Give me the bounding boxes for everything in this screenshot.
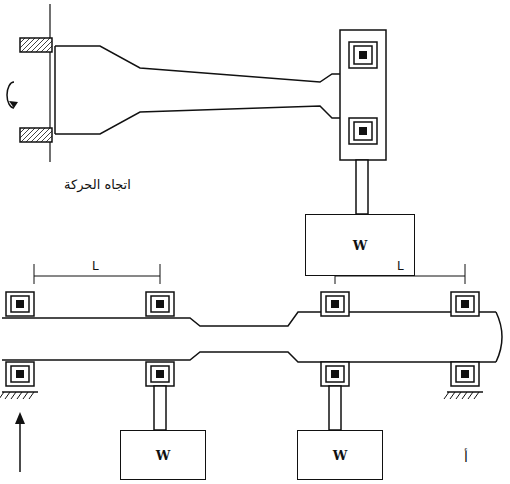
bearing-symbol — [146, 292, 174, 316]
chuck-hatch — [20, 128, 30, 138]
ground-hatch — [450, 392, 455, 399]
bearing-ball — [359, 127, 367, 135]
shaft-end — [54, 46, 56, 134]
bearing-symbol — [349, 118, 377, 144]
ground-hatch — [444, 392, 449, 399]
dimension-label: L — [395, 260, 406, 273]
bearing-race — [11, 296, 29, 312]
bearing-race — [11, 366, 29, 382]
bearing-symbol — [321, 292, 349, 316]
bearing-ball — [461, 370, 469, 378]
chuck-hatch — [46, 136, 52, 142]
hanger-rod — [356, 160, 368, 214]
dimension-label: L — [90, 260, 101, 273]
chuck-hatch — [20, 128, 25, 133]
ground-hatch — [11, 392, 16, 399]
chuck-jaw — [20, 128, 52, 142]
bearing-symbol — [321, 362, 349, 386]
shaft-end — [496, 312, 502, 362]
extension-line — [160, 264, 161, 284]
bearing-ball — [331, 300, 339, 308]
weight-label: W — [333, 448, 348, 463]
bearing-race — [326, 366, 344, 382]
bearing-symbol — [6, 362, 34, 386]
direction-label: اتجاه الحركة — [62, 178, 133, 192]
bearing-symbol — [146, 362, 174, 386]
chuck-hatch — [51, 141, 52, 142]
rotation-arrowhead — [9, 101, 18, 108]
dimension-line — [34, 276, 160, 277]
shaft-outline — [55, 46, 340, 82]
ground-hatch — [462, 392, 467, 399]
weight-label: W — [156, 448, 171, 463]
ground-line — [2, 391, 38, 393]
chuck-hatch — [46, 46, 52, 52]
bearing-ball — [461, 300, 469, 308]
chuck-hatch — [41, 41, 52, 52]
bearing-ball — [359, 51, 367, 59]
chuck-hatch — [41, 131, 52, 142]
hanger-rod — [154, 386, 166, 430]
point-label: أ — [462, 450, 470, 465]
ground-hatch — [0, 392, 4, 399]
force-arrowhead — [15, 412, 25, 424]
force-arrow — [19, 420, 21, 472]
bearing-ball — [156, 300, 164, 308]
bearing-ball — [331, 370, 339, 378]
bearing-race — [354, 122, 372, 140]
ground-hatch — [456, 392, 461, 399]
chuck-hatch — [51, 51, 52, 52]
bearing-race — [151, 366, 169, 382]
bearing-ball — [16, 370, 24, 378]
ground-hatch — [474, 392, 479, 399]
chuck-jaw — [20, 38, 52, 52]
ground-hatch — [17, 392, 22, 399]
chuck-hatch — [20, 38, 25, 43]
ground-hatch — [5, 392, 10, 399]
extension-line — [34, 264, 35, 284]
bearing-race — [326, 296, 344, 312]
ground-hatch — [23, 392, 28, 399]
weight-label: W — [353, 238, 368, 253]
shaft-outline — [55, 106, 340, 134]
bearing-ball — [156, 370, 164, 378]
bearing-race — [456, 366, 474, 382]
bearing-housing — [340, 30, 386, 160]
weight-box: W — [120, 430, 206, 480]
ground-line — [447, 391, 483, 393]
bearing-symbol — [6, 292, 34, 316]
ground-hatch — [468, 392, 473, 399]
shaft-outline — [2, 352, 496, 362]
bearing-ball — [16, 300, 24, 308]
extension-line — [465, 264, 466, 284]
bearing-symbol — [349, 42, 377, 68]
bearing-race — [354, 46, 372, 64]
hanger-rod — [329, 386, 341, 430]
bearing-race — [151, 296, 169, 312]
bearing-symbol — [451, 362, 479, 386]
ground-hatch — [29, 392, 34, 399]
bearing-race — [456, 296, 474, 312]
bearing-symbol — [451, 292, 479, 316]
shaft-outline — [2, 312, 496, 326]
weight-box: W — [297, 430, 383, 480]
chuck-hatch — [20, 38, 30, 48]
